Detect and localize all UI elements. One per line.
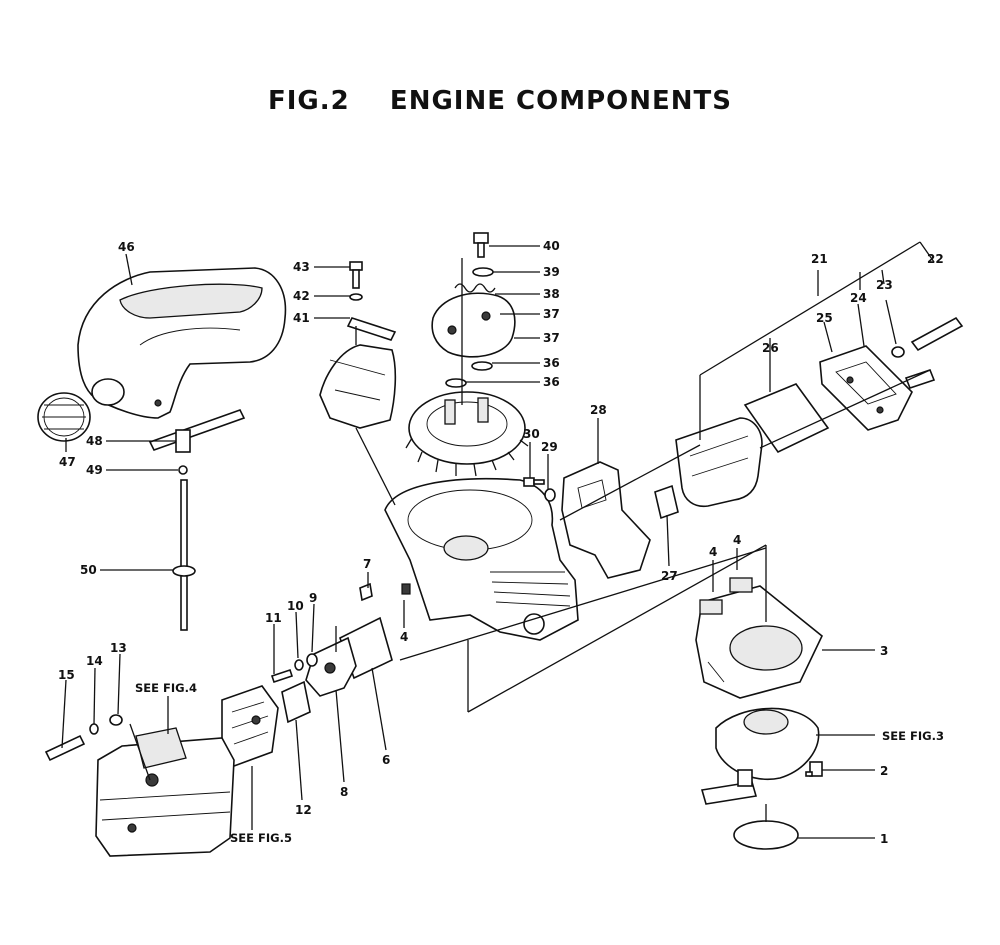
fan-housing bbox=[319, 344, 397, 429]
callout-39: 39 bbox=[543, 265, 560, 279]
spring-38 bbox=[454, 283, 496, 293]
callout-12: 12 bbox=[295, 803, 312, 817]
washer-14 bbox=[89, 723, 99, 735]
crankcase bbox=[384, 477, 579, 641]
callout-21: 21 bbox=[811, 252, 828, 266]
callout-42: 42 bbox=[293, 289, 310, 303]
callout-25: 25 bbox=[816, 311, 833, 325]
callout-29: 29 bbox=[541, 440, 558, 454]
leader-lines bbox=[61, 241, 935, 839]
callout-10: 10 bbox=[287, 599, 304, 613]
fuel-pickup-line bbox=[172, 479, 196, 631]
fuel-tank bbox=[77, 267, 287, 419]
see-fig5-label: SEE FIG.5 bbox=[230, 831, 292, 845]
callout-26: 26 bbox=[762, 341, 779, 355]
cylinder-cover-28 bbox=[561, 461, 651, 579]
callout-4b: 4 bbox=[733, 533, 741, 547]
muffler-cover-25 bbox=[819, 345, 913, 431]
callout-3: 3 bbox=[880, 644, 888, 658]
handle-bracket bbox=[148, 409, 246, 475]
see-fig3-label: SEE FIG.3 bbox=[882, 729, 944, 743]
callout-labels: 46 47 48 49 50 43 42 41 40 39 38 37 37 3… bbox=[58, 239, 944, 846]
gasket-12 bbox=[281, 680, 311, 724]
decal-1 bbox=[733, 820, 799, 850]
callout-27: 27 bbox=[661, 569, 678, 583]
callout-1: 1 bbox=[880, 832, 888, 846]
washer-29 bbox=[544, 488, 556, 502]
washer-36a bbox=[471, 361, 493, 371]
callout-40: 40 bbox=[543, 239, 560, 253]
callout-41: 41 bbox=[293, 311, 310, 325]
intake-adapter-8 bbox=[305, 636, 357, 697]
callout-49: 49 bbox=[86, 463, 103, 477]
callout-22: 22 bbox=[927, 252, 944, 266]
bolt-24 bbox=[904, 369, 936, 389]
callout-4c: 4 bbox=[400, 630, 408, 644]
fuel-cap bbox=[37, 392, 91, 442]
callout-47: 47 bbox=[59, 455, 76, 469]
callout-9: 9 bbox=[309, 591, 317, 605]
callout-50: 50 bbox=[80, 563, 97, 577]
figure-references: SEE FIG.3 SEE FIG.4 SEE FIG.5 bbox=[135, 681, 944, 845]
callout-28: 28 bbox=[590, 403, 607, 417]
callout-30: 30 bbox=[523, 427, 540, 441]
callout-13: 13 bbox=[110, 641, 127, 655]
callout-8: 8 bbox=[340, 785, 348, 799]
callout-15: 15 bbox=[58, 668, 75, 682]
muffler-gasket-26 bbox=[743, 383, 830, 454]
callout-43: 43 bbox=[293, 260, 310, 274]
callout-7: 7 bbox=[363, 557, 371, 571]
bolt-40 bbox=[473, 232, 489, 258]
callout-11: 11 bbox=[265, 611, 282, 625]
screw-43 bbox=[349, 261, 363, 289]
screw-30 bbox=[523, 477, 545, 487]
callout-6: 6 bbox=[382, 753, 390, 767]
callout-37b: 37 bbox=[543, 331, 560, 345]
bolt-11 bbox=[270, 668, 294, 684]
bolt-15 bbox=[44, 734, 86, 762]
see-fig4-label: SEE FIG.4 bbox=[135, 681, 197, 695]
washer-10 bbox=[294, 659, 304, 671]
washer-9 bbox=[306, 653, 318, 667]
callout-36b: 36 bbox=[543, 375, 560, 389]
recoil-starter bbox=[700, 707, 820, 805]
flywheel bbox=[405, 391, 529, 477]
page-title: FIG.2 ENGINE COMPONENTS bbox=[267, 86, 732, 116]
nut-7 bbox=[359, 582, 373, 602]
gasket-27 bbox=[654, 484, 679, 520]
grease-fitting-2 bbox=[805, 761, 823, 777]
air-cleaner-assembly bbox=[95, 727, 235, 857]
muffler-body bbox=[675, 417, 763, 508]
callout-48: 48 bbox=[86, 434, 103, 448]
callout-46: 46 bbox=[118, 240, 135, 254]
bolt-22 bbox=[910, 316, 964, 352]
callout-23: 23 bbox=[876, 278, 893, 292]
callout-4a: 4 bbox=[709, 545, 717, 559]
clutch-assembly-37 bbox=[431, 292, 516, 358]
washer-13 bbox=[109, 714, 123, 726]
callout-38: 38 bbox=[543, 287, 560, 301]
washer-39 bbox=[472, 267, 494, 277]
washer-36b bbox=[445, 378, 467, 388]
callout-24: 24 bbox=[850, 291, 867, 305]
washer-23 bbox=[891, 346, 905, 358]
callout-36a: 36 bbox=[543, 356, 560, 370]
starter-base-3 bbox=[695, 577, 823, 699]
clamp-41 bbox=[346, 317, 397, 341]
washer-42 bbox=[349, 293, 363, 301]
callout-14: 14 bbox=[86, 654, 103, 668]
callout-37a: 37 bbox=[543, 307, 560, 321]
callout-2: 2 bbox=[880, 764, 888, 778]
